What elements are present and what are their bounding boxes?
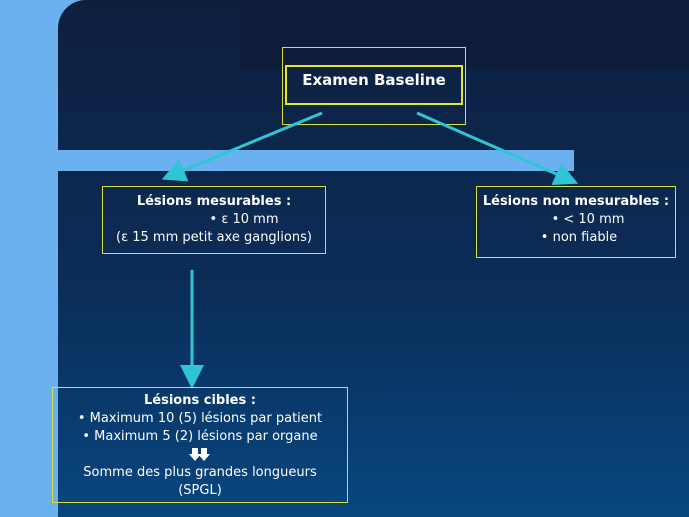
baseline-outer-frame [282,47,466,125]
non-mesurables-line1: • < 10 mm [551,212,625,227]
top-dark-band [240,0,689,70]
cibles-line3: Somme des plus grandes longueurs [83,465,317,480]
cibles-title: Lésions cibles : [144,393,256,408]
baseline-title: Examen Baseline [302,71,446,89]
mesurables-line1: • ε 10 mm [209,212,279,227]
non-mesurables-line2: • non fiable [540,230,618,245]
arrow-to-non-mesurables [416,111,579,185]
cibles-line1: • Maximum 10 (5) lésions par patient [77,411,323,426]
mesurables-box: Lésions mesurables : • ε 10 mm (ε 15 mm … [102,186,326,254]
cibles-box: Lésions cibles : • Maximum 10 (5) lésion… [52,387,348,503]
mesurables-line2: (ε 15 mm petit axe ganglions) [116,230,312,245]
dark-background [58,0,689,517]
arrow-to-mesurables [161,111,323,182]
non-mesurables-box: Lésions non mesurables : • < 10 mm • non… [476,186,676,258]
mesurables-title: Lésions mesurables : [136,194,292,209]
baseline-box: Examen Baseline [285,65,463,105]
cibles-line4: (SPGL) [178,483,222,498]
double-down-arrow-icon [53,446,347,464]
non-mesurables-title: Lésions non mesurables : [482,194,670,209]
cibles-line2: • Maximum 5 (2) lésions par organe [82,429,318,444]
